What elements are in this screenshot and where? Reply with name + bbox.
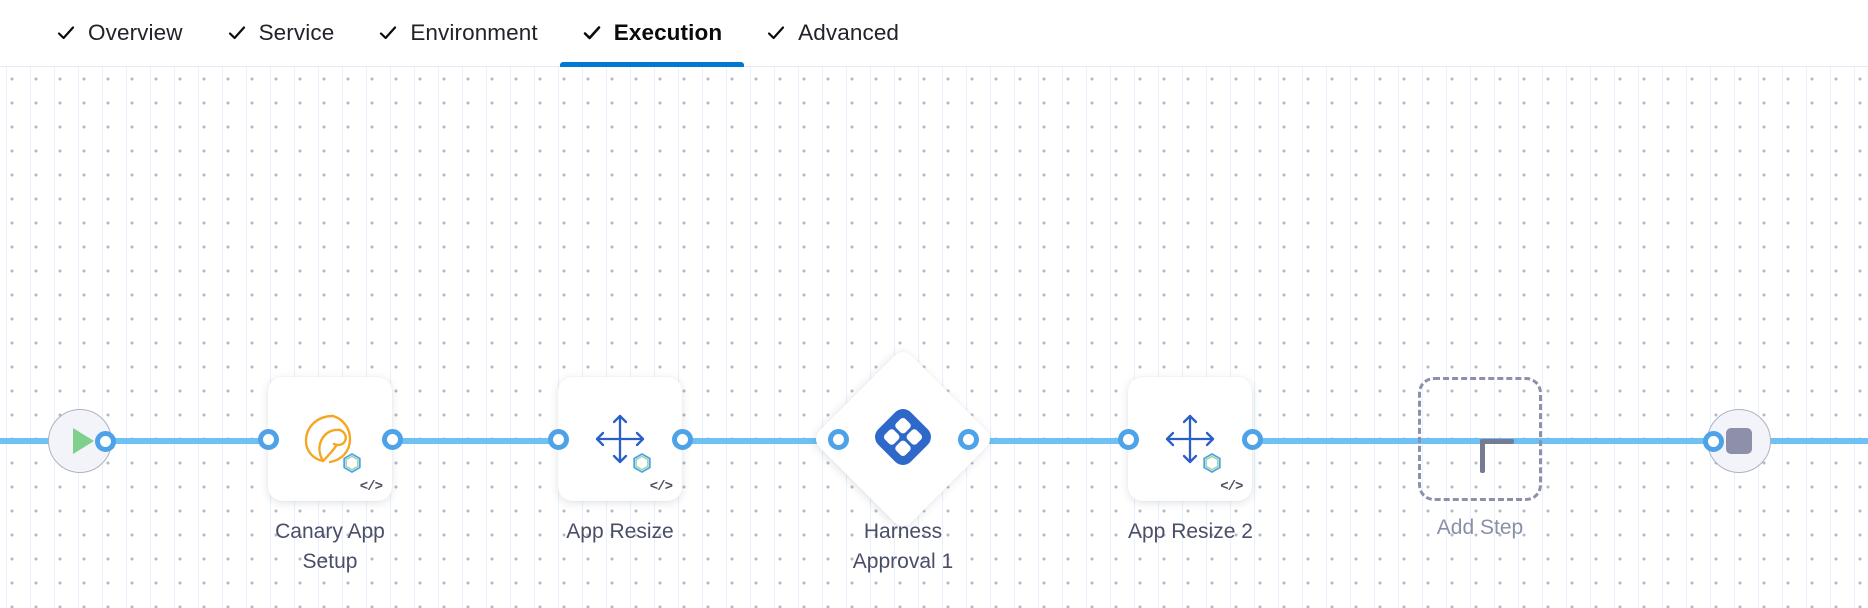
tab-label: Execution bbox=[613, 19, 723, 45]
step-card[interactable]: </> bbox=[257, 377, 403, 501]
tab-environment[interactable]: Environment bbox=[356, 0, 559, 67]
add-step-label: Add Step bbox=[1436, 516, 1524, 539]
end-node[interactable] bbox=[1703, 409, 1771, 473]
step-port-right[interactable] bbox=[957, 428, 979, 450]
step-port-right[interactable] bbox=[381, 428, 403, 450]
add-step-button[interactable] bbox=[1418, 377, 1542, 501]
code-badge-icon: </> bbox=[649, 479, 673, 495]
resize-arrows-icon bbox=[589, 410, 651, 474]
tab-service[interactable]: Service bbox=[205, 0, 357, 67]
tab-label: Advanced bbox=[798, 19, 900, 45]
canary-bird-icon bbox=[299, 410, 361, 474]
check-icon bbox=[582, 23, 602, 43]
step-node-canary-app-setup[interactable]: </> Canary App Setup bbox=[257, 377, 403, 577]
resize-arrows-icon bbox=[1159, 410, 1222, 474]
step-node-app-resize-2[interactable]: </> App Resize 2 bbox=[1117, 377, 1263, 547]
hexagon-icon bbox=[631, 452, 653, 474]
tab-label: Environment bbox=[410, 19, 538, 45]
step-label: App Resize bbox=[566, 520, 674, 543]
tab-label: Overview bbox=[88, 19, 183, 45]
check-icon bbox=[56, 23, 76, 43]
add-step-node[interactable]: Add Step bbox=[1418, 377, 1542, 543]
tab-label: Service bbox=[258, 19, 335, 45]
stage-tab-bar: Overview Service Environment Execution A… bbox=[0, 0, 1868, 67]
step-card[interactable]: </> bbox=[1117, 377, 1263, 501]
end-node-port-left[interactable] bbox=[1703, 430, 1724, 452]
step-label: Harness Approval 1 bbox=[852, 520, 954, 573]
tab-advanced[interactable]: Advanced bbox=[744, 0, 921, 67]
start-node-circle[interactable] bbox=[48, 409, 112, 473]
harness-logo-icon bbox=[875, 408, 931, 470]
step-port-right[interactable] bbox=[671, 428, 693, 450]
play-icon bbox=[72, 428, 94, 454]
step-port-left[interactable] bbox=[1117, 428, 1139, 450]
hexagon-icon bbox=[341, 452, 363, 474]
pipeline-canvas[interactable]: </> Canary App Setup bbox=[0, 67, 1868, 608]
approval-diamond[interactable] bbox=[811, 347, 995, 531]
code-badge-icon: </> bbox=[1220, 479, 1243, 495]
step-port-left[interactable] bbox=[257, 428, 279, 450]
stop-icon bbox=[1726, 428, 1752, 454]
step-node-harness-approval-1[interactable]: Harness Approval 1 bbox=[811, 347, 995, 577]
step-label: App Resize 2 bbox=[1128, 520, 1253, 543]
tab-execution[interactable]: Execution bbox=[559, 0, 745, 67]
step-node-app-resize[interactable]: </> App Resize bbox=[547, 377, 693, 547]
step-port-left[interactable] bbox=[547, 428, 569, 450]
start-node-port-right[interactable] bbox=[95, 430, 116, 452]
start-node[interactable] bbox=[48, 409, 116, 473]
hexagon-icon bbox=[1201, 452, 1223, 474]
step-label: Canary App Setup bbox=[275, 520, 385, 573]
step-port-right[interactable] bbox=[1241, 428, 1263, 450]
tab-overview[interactable]: Overview bbox=[34, 0, 205, 67]
check-icon bbox=[766, 23, 786, 43]
check-icon bbox=[378, 23, 398, 43]
code-badge-icon: </> bbox=[359, 479, 383, 495]
check-icon bbox=[227, 23, 247, 43]
step-card[interactable]: </> bbox=[547, 377, 693, 501]
step-port-left[interactable] bbox=[827, 428, 849, 450]
